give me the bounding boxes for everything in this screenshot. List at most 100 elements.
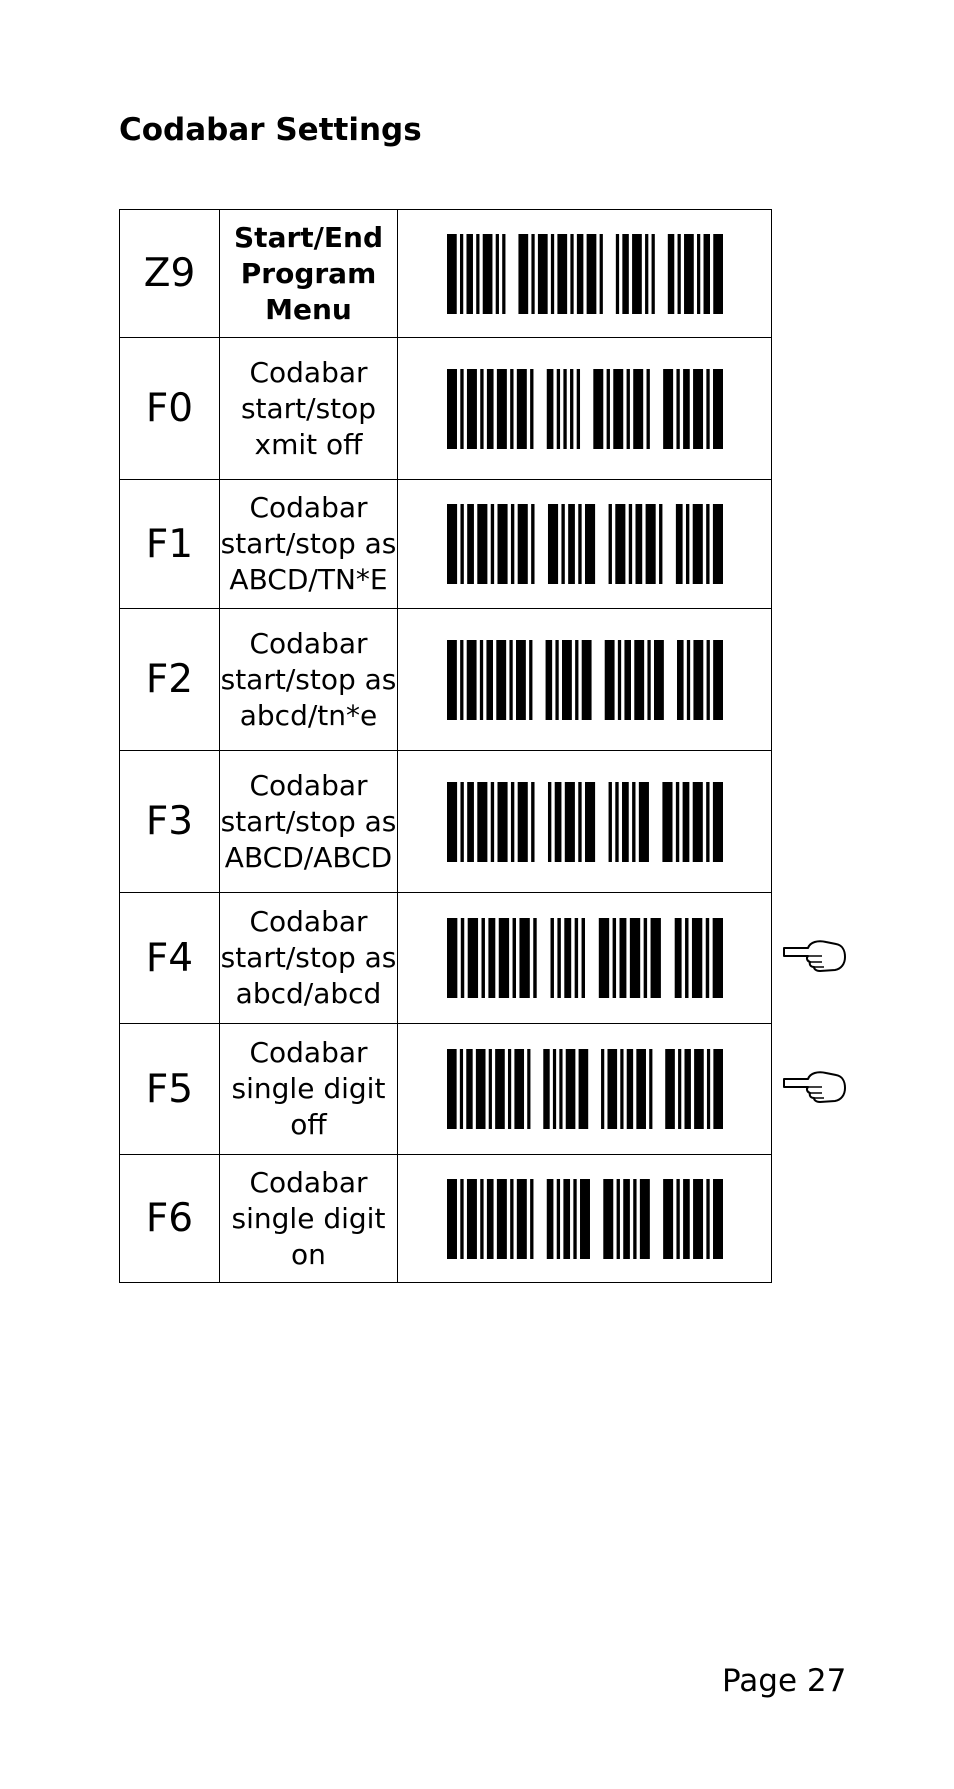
barcode-bar — [664, 1049, 675, 1129]
barcode — [446, 781, 723, 862]
barcode-bar — [567, 504, 575, 584]
barcode-bar — [646, 639, 651, 720]
barcode-bar — [674, 918, 682, 998]
barcode-bar — [706, 639, 710, 720]
barcode-bar — [546, 1178, 553, 1259]
barcode — [446, 1049, 723, 1129]
barcode-bar — [528, 639, 532, 720]
description-line: Codabar — [249, 626, 368, 660]
barcode-bar — [530, 781, 535, 862]
barcode-bar — [552, 1049, 556, 1129]
barcode-bar — [648, 1049, 652, 1129]
setting-code: F5 — [119, 1023, 220, 1155]
barcode-bar — [562, 368, 567, 449]
barcode-bar — [651, 233, 655, 314]
barcode-bar — [577, 781, 582, 862]
barcode-bar — [592, 368, 603, 449]
barcode-bar — [556, 918, 561, 998]
barcode-bar — [608, 504, 612, 584]
barcode-bar — [638, 781, 649, 862]
barcode-bar — [667, 233, 674, 314]
barcode-bar — [675, 781, 679, 862]
barcode-bar — [703, 233, 710, 314]
barcode-bar — [550, 233, 554, 314]
barcode-bar — [602, 1178, 613, 1259]
barcode-bar — [661, 781, 673, 862]
barcode-bar — [675, 368, 680, 449]
barcode-bar — [619, 918, 626, 998]
barcode-bar — [496, 368, 507, 449]
barcode-bar — [584, 504, 595, 584]
barcode-bar — [486, 1178, 494, 1259]
barcode-bar — [662, 1178, 673, 1259]
barcode-bar — [446, 918, 457, 998]
barcode-bar — [683, 233, 694, 314]
barcode-bar — [529, 368, 533, 449]
barcode-cell — [397, 608, 772, 751]
barcode — [446, 1178, 723, 1259]
barcode-bar — [614, 781, 619, 862]
barcode-bar — [459, 504, 464, 584]
barcode-bar — [572, 1178, 577, 1259]
barcode-bar — [577, 504, 582, 584]
setting-code: Z9 — [119, 209, 220, 338]
barcode-bar — [466, 639, 477, 720]
barcode-bar — [547, 781, 551, 862]
barcode-bar — [682, 781, 689, 862]
description-line: start/stop as — [220, 527, 397, 560]
barcode-bar — [631, 233, 642, 314]
barcode-bar — [554, 639, 559, 720]
barcode-bar — [565, 1049, 575, 1129]
barcode-bar — [542, 1049, 550, 1129]
barcode-bar — [479, 639, 483, 720]
barcode-bar — [623, 639, 631, 720]
description-line: Menu — [265, 292, 352, 326]
barcode-cell — [397, 209, 772, 338]
barcode-bar — [495, 639, 506, 720]
barcode-bar — [564, 781, 575, 862]
barcode-bar — [606, 1049, 617, 1129]
barcode-bar — [459, 1049, 463, 1129]
barcode-bar — [517, 504, 528, 584]
barcode-bar — [486, 368, 494, 449]
barcode-bar — [584, 781, 595, 862]
barcode-bar — [554, 781, 561, 862]
barcode-bar — [662, 368, 673, 449]
barcode-bar — [646, 368, 650, 449]
barcode — [446, 368, 723, 449]
barcode-bar — [459, 1178, 464, 1259]
barcode-bar — [628, 504, 632, 584]
barcode-bar — [517, 781, 528, 862]
barcode-bar — [705, 368, 710, 449]
barcode-bar — [599, 233, 603, 314]
barcode-bar — [633, 639, 644, 720]
barcode-bar — [569, 233, 574, 314]
barcode-bar — [446, 368, 457, 449]
barcode-bar — [598, 918, 609, 998]
barcode-bar — [579, 1178, 590, 1259]
barcode-bar — [712, 1178, 723, 1259]
barcode-bar — [508, 639, 513, 720]
description-line: Codabar — [249, 1165, 368, 1199]
barcode-bar — [459, 781, 464, 862]
barcode-bar — [712, 639, 723, 720]
barcode-bar — [561, 639, 572, 720]
barcode-bar — [556, 368, 560, 449]
barcode-bar — [501, 233, 505, 314]
barcode-bar — [622, 1178, 630, 1259]
barcode-bar — [612, 918, 616, 998]
setting-code: F2 — [119, 608, 220, 751]
barcode-bar — [446, 1178, 457, 1259]
barcode-bar — [516, 368, 527, 449]
barcode-bar — [465, 1049, 473, 1129]
barcode-bar — [677, 1049, 681, 1129]
barcode-bar — [682, 368, 690, 449]
barcode-bar — [712, 233, 723, 314]
